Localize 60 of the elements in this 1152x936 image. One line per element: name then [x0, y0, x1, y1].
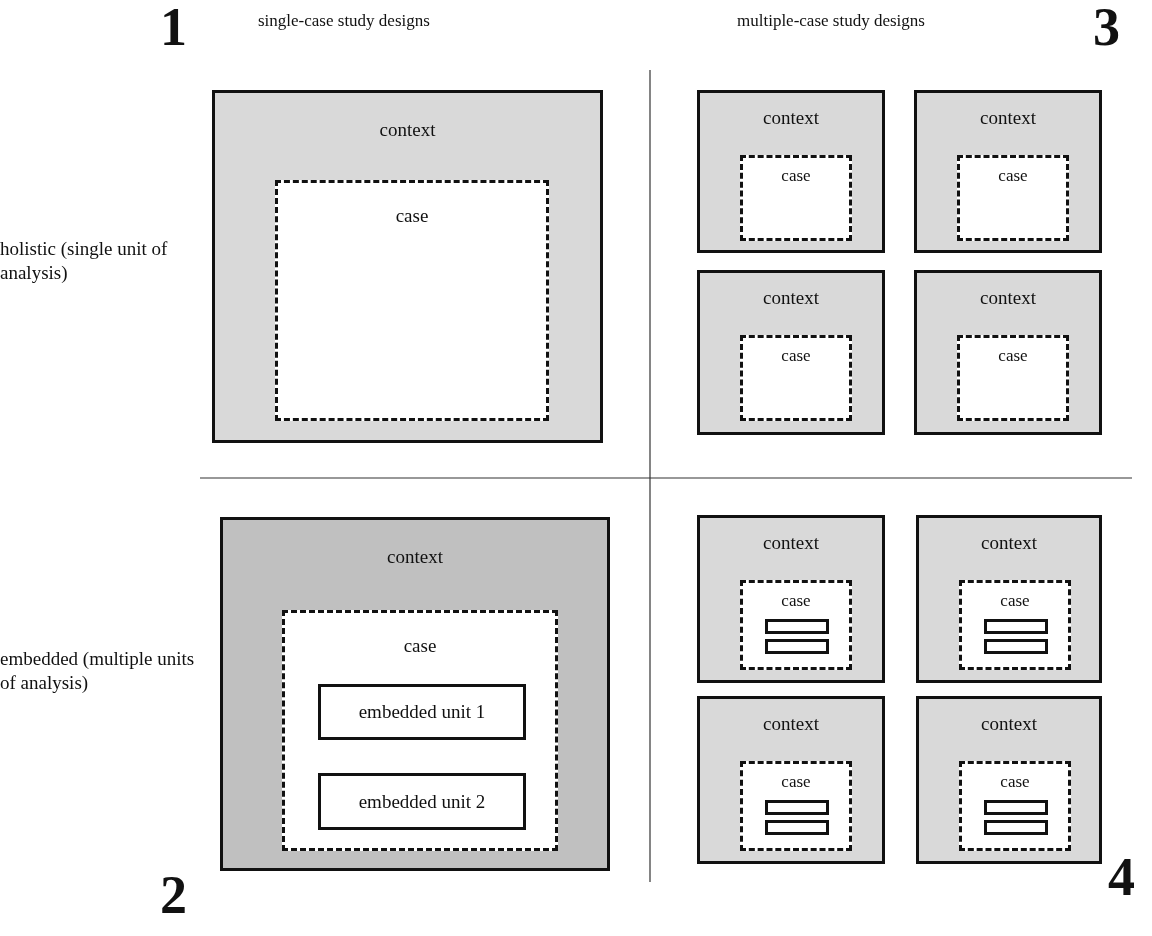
case-frame — [282, 610, 558, 851]
context-label: context — [378, 119, 437, 141]
context-panel — [697, 90, 885, 253]
column-heading: single-case study designs — [258, 10, 430, 32]
context-label: context — [762, 287, 820, 309]
case-frame — [959, 761, 1071, 851]
case-label: case — [402, 635, 438, 657]
context-panel — [697, 270, 885, 435]
case-frame — [957, 155, 1069, 241]
case-label: case — [999, 591, 1031, 611]
context-label: context — [762, 713, 820, 735]
unit-box — [765, 800, 829, 815]
context-label: context — [762, 532, 820, 554]
case-frame — [740, 335, 852, 421]
context-label: context — [979, 107, 1037, 129]
unit-label: embedded unit 1 — [357, 701, 487, 723]
unit-box — [318, 684, 526, 740]
unit-box — [984, 820, 1048, 835]
row-heading: embedded (multiple units of analysis) — [0, 647, 196, 695]
context-panel — [697, 515, 885, 683]
context-label: context — [762, 107, 820, 129]
column-heading: multiple-case study designs — [737, 10, 925, 32]
unit-label: embedded unit 2 — [357, 790, 487, 813]
quadrant-number: 4 — [1108, 850, 1135, 904]
case-label: case — [780, 346, 812, 366]
quadrant-number: 3 — [1093, 0, 1120, 54]
unit-box — [765, 820, 829, 835]
case-label: case — [394, 205, 430, 227]
unit-box — [984, 619, 1048, 634]
case-label: case — [780, 166, 812, 186]
context-label: context — [980, 532, 1038, 554]
case-label: case — [780, 591, 812, 611]
unit-box — [984, 639, 1048, 654]
context-panel — [916, 696, 1102, 864]
unit-box — [765, 639, 829, 654]
context-panel — [220, 517, 610, 871]
context-label: context — [386, 546, 444, 568]
case-frame — [957, 335, 1069, 421]
context-panel — [916, 515, 1102, 683]
case-label: case — [997, 346, 1029, 366]
quadrant-number: 1 — [160, 0, 187, 54]
case-frame — [275, 180, 549, 421]
case-label: case — [780, 772, 812, 792]
context-panel — [212, 90, 603, 443]
case-frame — [959, 580, 1071, 670]
case-frame — [740, 155, 852, 241]
context-panel — [914, 90, 1102, 253]
context-label: context — [980, 713, 1038, 735]
context-panel — [697, 696, 885, 864]
row-heading: holistic (single unit of analysis) — [0, 237, 169, 285]
unit-box — [765, 619, 829, 634]
quadrant-number: 2 — [160, 868, 187, 922]
case-label: case — [999, 772, 1031, 792]
case-frame — [740, 580, 852, 670]
case-label: case — [997, 166, 1029, 186]
context-label: context — [979, 287, 1037, 309]
unit-box — [984, 800, 1048, 815]
case-frame — [740, 761, 852, 851]
unit-box — [318, 773, 526, 830]
context-panel — [914, 270, 1102, 435]
